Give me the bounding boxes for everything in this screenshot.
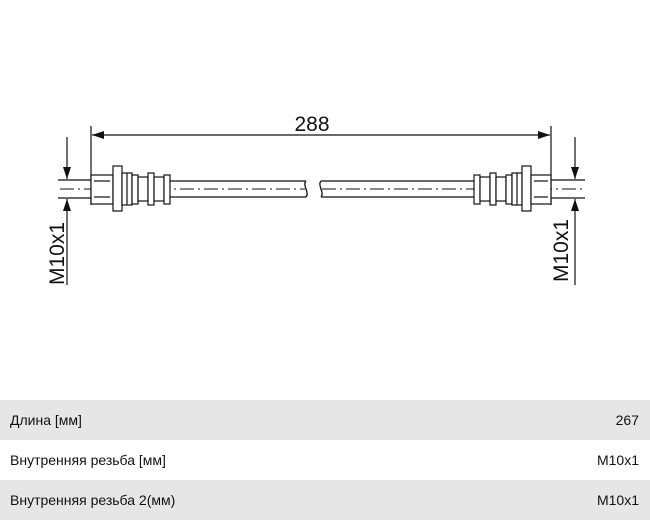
hose-technical-drawing: 288 [46, 113, 585, 285]
spec-label: Внутренняя резьба [мм] [10, 452, 166, 468]
left-thread-label: M10x1 [46, 222, 69, 285]
right-thread-dimension [551, 137, 585, 285]
spec-row-length: Длина [мм] 267 [0, 400, 650, 440]
spec-label: Длина [мм] [10, 412, 82, 428]
right-thread-label: M10x1 [550, 219, 573, 282]
spec-value: M10x1 [596, 492, 639, 508]
left-fitting [90, 165, 171, 212]
hose-body [170, 180, 474, 198]
spec-row-inner-thread: Внутренняя резьба [мм] M10x1 [0, 440, 650, 480]
right-fitting [473, 165, 552, 212]
length-dimension-value: 288 [294, 113, 329, 136]
spec-label: Внутренняя резьба 2(мм) [10, 492, 176, 508]
spec-row-inner-thread-2: Внутренняя резьба 2(мм) M10x1 [0, 480, 650, 520]
break-symbol [304, 180, 323, 198]
left-thread-dimension [58, 137, 91, 285]
spec-value: 267 [615, 412, 639, 428]
spec-value: M10x1 [596, 452, 639, 468]
spec-table: Длина [мм] 267 Внутренняя резьба [мм] M1… [0, 400, 650, 520]
